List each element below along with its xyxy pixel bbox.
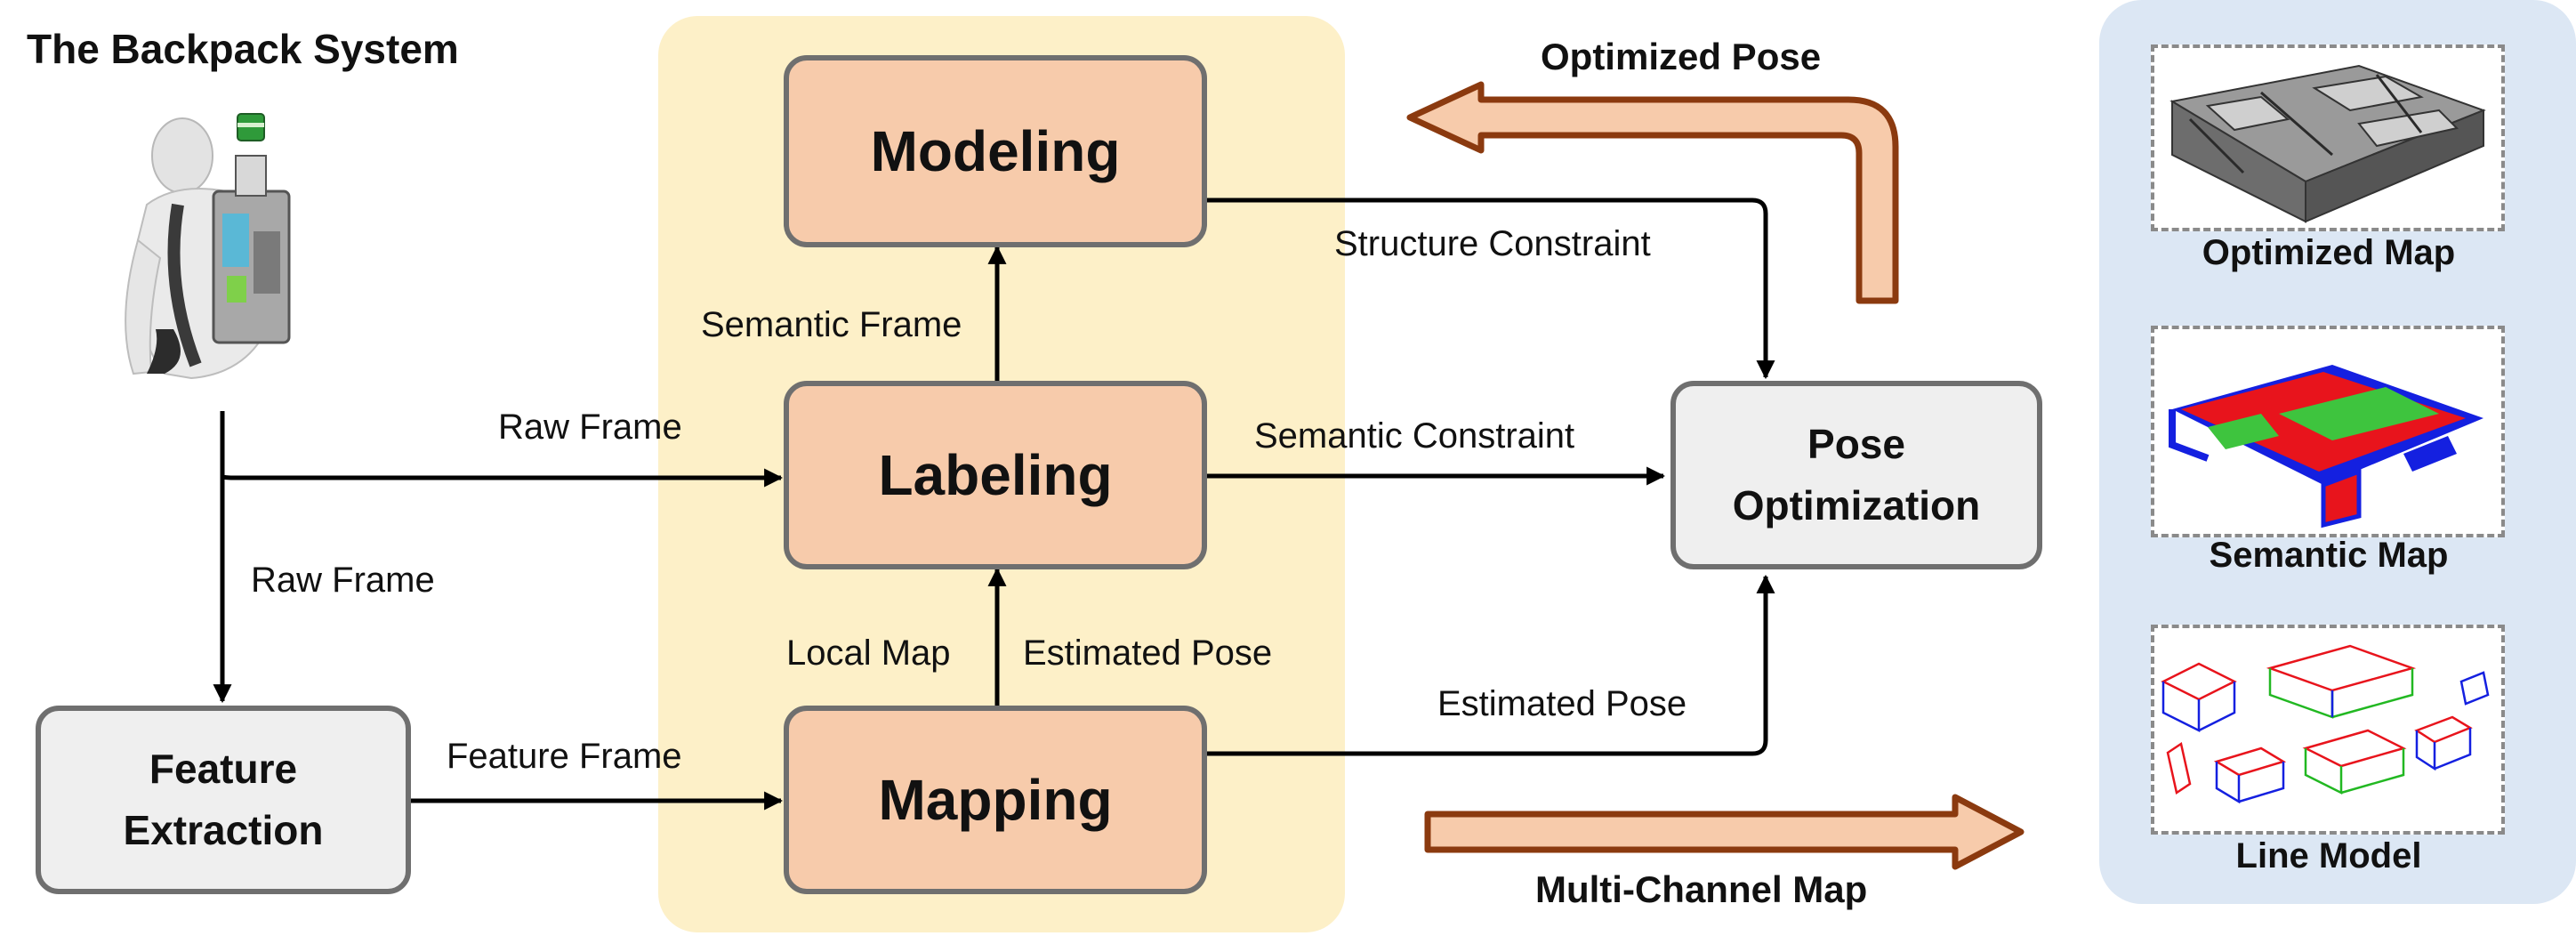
estimated-pose-up-label: Estimated Pose	[1023, 633, 1273, 673]
semantic-frame-label: Semantic Frame	[701, 305, 962, 344]
raw-frame-left-label: Raw Frame	[251, 561, 435, 600]
semantic-map-image	[2169, 365, 2483, 529]
backpack-person-illustration	[125, 113, 291, 380]
feature-extraction-label: Feature Extraction	[123, 746, 324, 853]
raw-frame-top-label: Raw Frame	[498, 407, 682, 447]
line-model-image	[2161, 644, 2490, 804]
optimized-map-frame	[2151, 44, 2505, 231]
semantic-map-label: Semantic Map	[2209, 536, 2449, 575]
modeling-label: Modeling	[870, 119, 1121, 183]
pose-optimization-label: Pose Optimization	[1732, 421, 1981, 529]
optimized-pose-label: Optimized Pose	[1541, 36, 1822, 77]
mapping-label: Mapping	[878, 768, 1113, 832]
diagram-title: The Backpack System	[27, 26, 459, 72]
labeling-label: Labeling	[878, 443, 1113, 507]
optimized-map-label: Optimized Map	[2202, 233, 2456, 272]
edge-mapping-to-pose	[1207, 574, 1775, 756]
mapping-node: Mapping	[784, 706, 1207, 894]
line-model-label: Line Model	[2235, 836, 2422, 875]
edge-modeling-to-pose	[1207, 198, 1775, 380]
estimated-pose-right-label: Estimated Pose	[1437, 684, 1687, 723]
semantic-map-frame	[2151, 326, 2505, 537]
modeling-node: Modeling	[784, 55, 1207, 247]
local-map-label: Local Map	[786, 633, 951, 673]
pose-optimization-node: Pose Optimization	[1670, 381, 2042, 569]
structure-constraint-label: Structure Constraint	[1334, 224, 1651, 263]
multi-channel-map-arrow	[1424, 794, 2025, 870]
feature-frame-label: Feature Frame	[447, 737, 682, 776]
multi-channel-map-label: Multi-Channel Map	[1535, 868, 1868, 910]
semantic-constraint-label: Semantic Constraint	[1254, 416, 1575, 456]
labeling-node: Labeling	[784, 381, 1207, 569]
optimized-map-image	[2169, 64, 2486, 223]
feature-extraction-node: Feature Extraction	[36, 706, 411, 894]
optimized-pose-arrow	[1406, 81, 1899, 304]
line-model-frame	[2151, 625, 2505, 835]
